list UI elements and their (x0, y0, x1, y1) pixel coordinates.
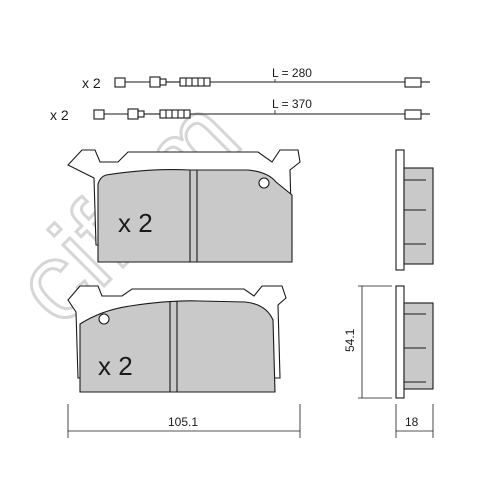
lower-pad: x 2 (67, 285, 287, 393)
upper-side-friction (403, 167, 434, 265)
sensor-2-qty: x 2 (50, 107, 69, 123)
upper-pad-hole (258, 177, 270, 189)
sensor-2-tip (404, 109, 422, 120)
lower-pad-qty: x 2 (98, 351, 133, 381)
lower-pad-side-view (395, 285, 434, 399)
height-dimension: 54.1 (343, 285, 392, 399)
upper-pad-friction-material (97, 169, 293, 263)
width-dimension: 105.1 (67, 404, 301, 438)
sensor-1-plug (149, 76, 161, 88)
sensor-1-tip (404, 77, 422, 88)
sensor-1-length: L = 280 (272, 66, 312, 80)
thickness-dimension: 18 (395, 404, 434, 438)
width-value: 105.1 (168, 415, 198, 429)
upper-pad-side-view (395, 149, 434, 271)
thickness-value: 18 (405, 415, 419, 429)
sensor-1-connector-left (114, 77, 126, 88)
upper-side-backing (395, 149, 405, 271)
lower-pad-hole (98, 313, 110, 325)
upper-pad: x 2 (67, 149, 301, 263)
sensor-2-length: L = 370 (272, 97, 312, 111)
lower-side-backing (395, 285, 405, 399)
sensor-2-connector-left (93, 109, 105, 120)
wear-sensor-2: x 2 L = 370 (50, 97, 430, 123)
height-value: 54.1 (343, 328, 357, 352)
sensor-1-qty: x 2 (82, 75, 101, 91)
lower-side-friction (403, 302, 434, 390)
upper-pad-qty: x 2 (118, 208, 153, 238)
wear-sensor-1: x 2 L = 280 (82, 66, 430, 91)
